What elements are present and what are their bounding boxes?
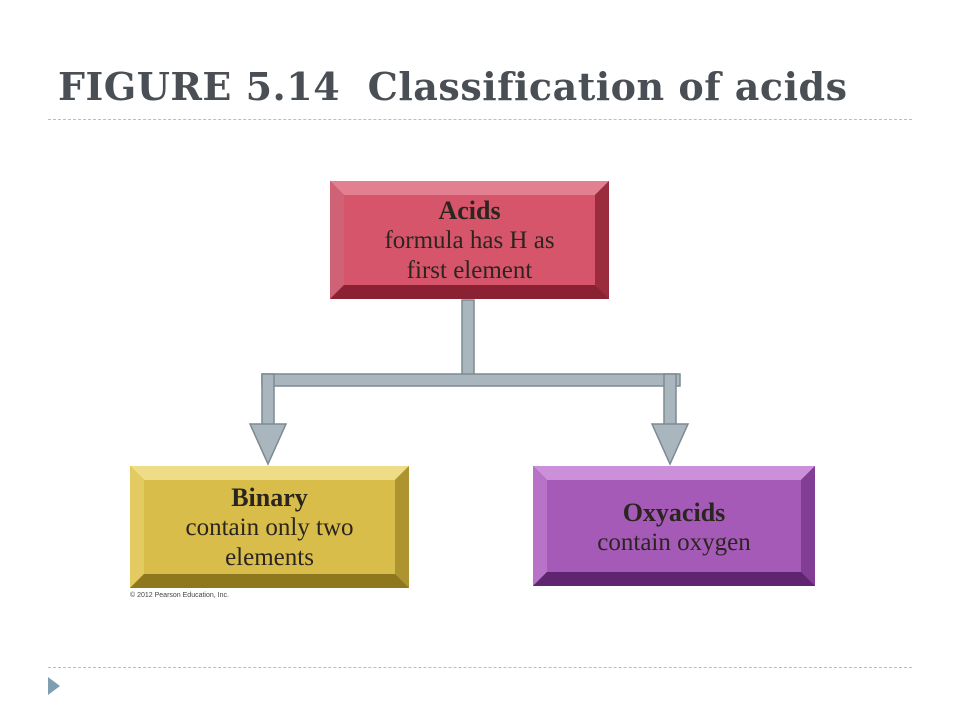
slide-title: FIGURE 5.14 Classification of acids xyxy=(58,64,848,109)
top-divider xyxy=(48,119,912,120)
connector-arrows xyxy=(248,299,690,466)
oxyacids-label: Oxyacids contain oxygen xyxy=(547,498,801,558)
binary-description-line-1: contain only two xyxy=(185,514,354,541)
acids-box xyxy=(330,181,609,299)
acids-title: Acids xyxy=(438,196,501,225)
connector-trunk xyxy=(461,299,475,379)
acids-description-line-2: first element xyxy=(406,257,533,284)
connector-crossbar xyxy=(261,373,681,387)
triangle-bullet-icon xyxy=(48,677,60,695)
binary-title: Binary xyxy=(231,483,308,512)
binary-description-line-2: elements xyxy=(225,544,314,571)
arrowhead-left xyxy=(248,423,288,466)
oxyacids-description-line-1: contain oxygen xyxy=(597,529,751,556)
acids-label: Acids formula has H as first element xyxy=(344,196,595,286)
oxyacids-title: Oxyacids xyxy=(622,498,726,527)
binary-label: Binary contain only two elements xyxy=(144,483,395,573)
bottom-divider xyxy=(48,667,912,668)
binary-box xyxy=(130,466,409,588)
arrowhead-right xyxy=(650,423,690,466)
acids-description-line-1: formula has H as xyxy=(384,227,555,254)
copyright-notice: © 2012 Pearson Education, Inc. xyxy=(130,592,229,599)
oxyacids-box xyxy=(533,466,815,586)
